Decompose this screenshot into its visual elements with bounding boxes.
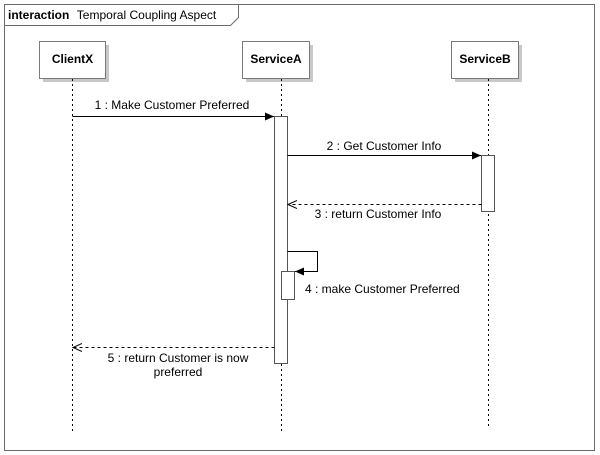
message-4-label: 4 : make Customer Preferred [305,282,460,296]
frame-tab [4,4,239,26]
message-4-arrow [287,251,318,276]
message-1-label: 1 : Make Customer Preferred [95,98,250,112]
frame-title: interaction Temporal Coupling Aspect [8,6,217,23]
message-2-label: 2 : Get Customer Info [327,139,442,153]
participant-servicea[interactable]: ServiceA [242,41,314,83]
message-5-label-line2: preferred [154,365,203,379]
participant-clientx[interactable]: ClientX [39,41,110,83]
participant-label-clientx: ClientX [52,52,93,66]
message-3-label: 3 : return Customer Info [315,207,442,221]
participant-label-serviceb: ServiceB [459,52,511,66]
participant-serviceb[interactable]: ServiceB [451,41,523,83]
activation-servicea [274,116,288,364]
activation-servicea-self [281,271,295,300]
frame-keyword: interaction [8,8,69,22]
activation-serviceb [481,155,495,212]
frame-name: Temporal Coupling Aspect [77,8,217,22]
participant-label-servicea: ServiceA [250,52,302,66]
message-5-label-line1: 5 : return Customer is now [108,351,249,365]
